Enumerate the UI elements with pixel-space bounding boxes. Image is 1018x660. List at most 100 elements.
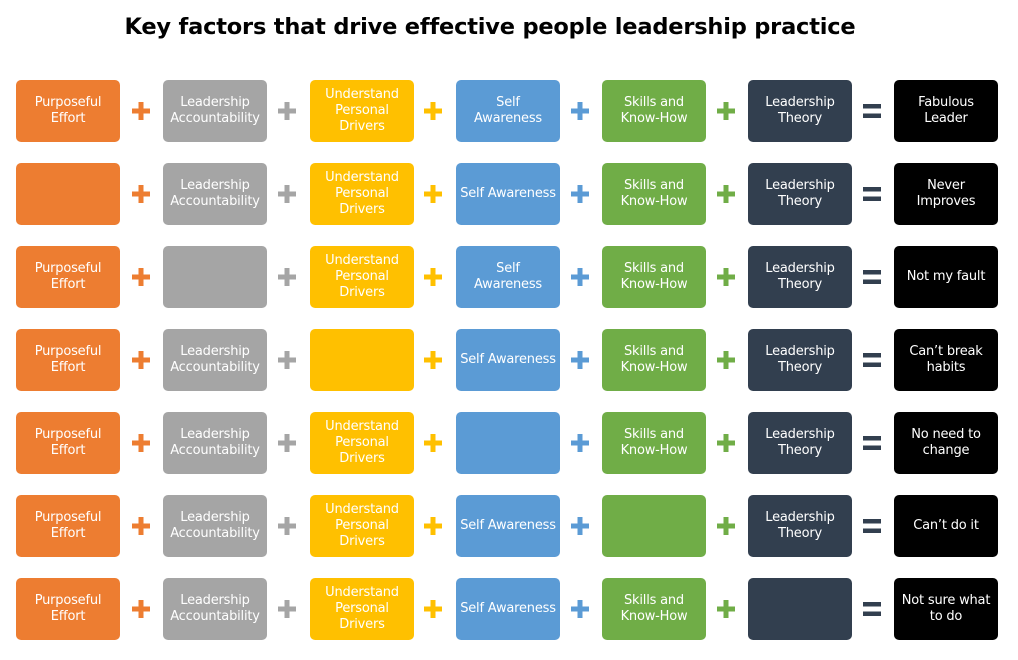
plus-icon [705, 246, 747, 308]
equals-icon [851, 412, 893, 474]
box-label: Not my fault [906, 269, 986, 284]
equals-icon [851, 246, 893, 308]
box-label: Self Awareness [473, 261, 542, 292]
box-label: No need to change [911, 427, 981, 458]
box-label: Skills and Know-How [620, 95, 688, 126]
plus-icon [266, 246, 308, 308]
leadership-theory-box: Leadership Theory [748, 163, 852, 225]
box-label: Understand Personal Drivers [325, 170, 399, 217]
plus-icon [705, 495, 747, 557]
box-label: Self Awareness [460, 186, 556, 201]
skills-know-how-box: Skills and Know-How [602, 329, 706, 391]
self-awareness-box: Self Awareness [456, 163, 560, 225]
plus-icon [120, 412, 162, 474]
skills-know-how-box: Skills and Know-How [602, 412, 706, 474]
plus-icon [559, 329, 601, 391]
leadership-accountability-box: Leadership Accountability [163, 578, 267, 640]
leadership-accountability-box: Leadership Accountability [163, 163, 267, 225]
box-label: Self Awareness [473, 95, 542, 126]
box-label: Skills and Know-How [620, 178, 688, 209]
box-label: Leadership Accountability [170, 344, 260, 375]
box-label: Leadership Theory [765, 261, 835, 292]
box-label: Leadership Accountability [170, 95, 260, 126]
leadership-theory-box: Leadership Theory [748, 80, 852, 142]
skills-know-how-box [602, 495, 706, 557]
purposeful-effort-box: Purposeful Effort [16, 246, 120, 308]
plus-icon [412, 578, 454, 640]
leadership-accountability-box: Leadership Accountability [163, 329, 267, 391]
box-label: Purposeful Effort [34, 344, 102, 375]
leadership-theory-box: Leadership Theory [748, 412, 852, 474]
plus-icon [266, 578, 308, 640]
plus-icon [559, 163, 601, 225]
box-label: Leadership Theory [765, 344, 835, 375]
leadership-theory-box: Leadership Theory [748, 329, 852, 391]
box-label: Never Improves [916, 178, 976, 209]
diagram-title: Key factors that drive effective people … [124, 14, 856, 40]
leadership-theory-box [748, 578, 852, 640]
leadership-theory-box: Leadership Theory [748, 246, 852, 308]
leadership-theory-box: Leadership Theory [748, 495, 852, 557]
plus-icon [559, 246, 601, 308]
box-label: Leadership Theory [765, 427, 835, 458]
equals-icon [851, 495, 893, 557]
understand-personal-drivers-box: Understand Personal Drivers [310, 578, 414, 640]
understand-personal-drivers-box: Understand Personal Drivers [310, 246, 414, 308]
box-label: Self Awareness [460, 601, 556, 616]
purposeful-effort-box [16, 163, 120, 225]
leadership-accountability-box: Leadership Accountability [163, 495, 267, 557]
purposeful-effort-box: Purposeful Effort [16, 578, 120, 640]
box-label: Skills and Know-How [620, 427, 688, 458]
box-label: Purposeful Effort [34, 593, 102, 624]
skills-know-how-box: Skills and Know-How [602, 163, 706, 225]
plus-icon [412, 412, 454, 474]
skills-know-how-box: Skills and Know-How [602, 246, 706, 308]
box-label: Fabulous Leader [918, 95, 974, 126]
plus-icon [705, 329, 747, 391]
plus-icon [559, 80, 601, 142]
box-label: Understand Personal Drivers [325, 253, 399, 300]
skills-know-how-box: Skills and Know-How [602, 578, 706, 640]
plus-icon [266, 495, 308, 557]
box-label: Leadership Accountability [170, 178, 260, 209]
understand-personal-drivers-box: Understand Personal Drivers [310, 495, 414, 557]
plus-icon [120, 163, 162, 225]
outcome-box: Can’t break habits [894, 329, 998, 391]
box-label: Purposeful Effort [34, 261, 102, 292]
box-label: Purposeful Effort [34, 427, 102, 458]
plus-icon [266, 412, 308, 474]
equals-icon [851, 329, 893, 391]
outcome-box: Not my fault [894, 246, 998, 308]
box-label: Purposeful Effort [34, 510, 102, 541]
outcome-box: No need to change [894, 412, 998, 474]
box-label: Understand Personal Drivers [325, 87, 399, 134]
plus-icon [266, 329, 308, 391]
box-label: Leadership Accountability [170, 593, 260, 624]
purposeful-effort-box: Purposeful Effort [16, 495, 120, 557]
plus-icon [120, 80, 162, 142]
purposeful-effort-box: Purposeful Effort [16, 329, 120, 391]
plus-icon [705, 412, 747, 474]
box-label: Leadership Theory [765, 178, 835, 209]
box-label: Not sure what to do [901, 593, 991, 624]
box-label: Can’t break habits [909, 344, 983, 375]
box-label: Skills and Know-How [620, 261, 688, 292]
plus-icon [266, 163, 308, 225]
self-awareness-box [456, 412, 560, 474]
box-label: Leadership Theory [765, 510, 835, 541]
self-awareness-box: Self Awareness [456, 329, 560, 391]
box-label: Self Awareness [460, 518, 556, 533]
self-awareness-box: Self Awareness [456, 246, 560, 308]
plus-icon [120, 495, 162, 557]
understand-personal-drivers-box: Understand Personal Drivers [310, 80, 414, 142]
box-label: Understand Personal Drivers [325, 419, 399, 466]
leadership-accountability-box [163, 246, 267, 308]
leadership-accountability-box: Leadership Accountability [163, 412, 267, 474]
outcome-box: Can’t do it [894, 495, 998, 557]
plus-icon [266, 80, 308, 142]
plus-icon [705, 578, 747, 640]
self-awareness-box: Self Awareness [456, 578, 560, 640]
understand-personal-drivers-box: Understand Personal Drivers [310, 412, 414, 474]
box-label: Understand Personal Drivers [325, 502, 399, 549]
equals-icon [851, 163, 893, 225]
